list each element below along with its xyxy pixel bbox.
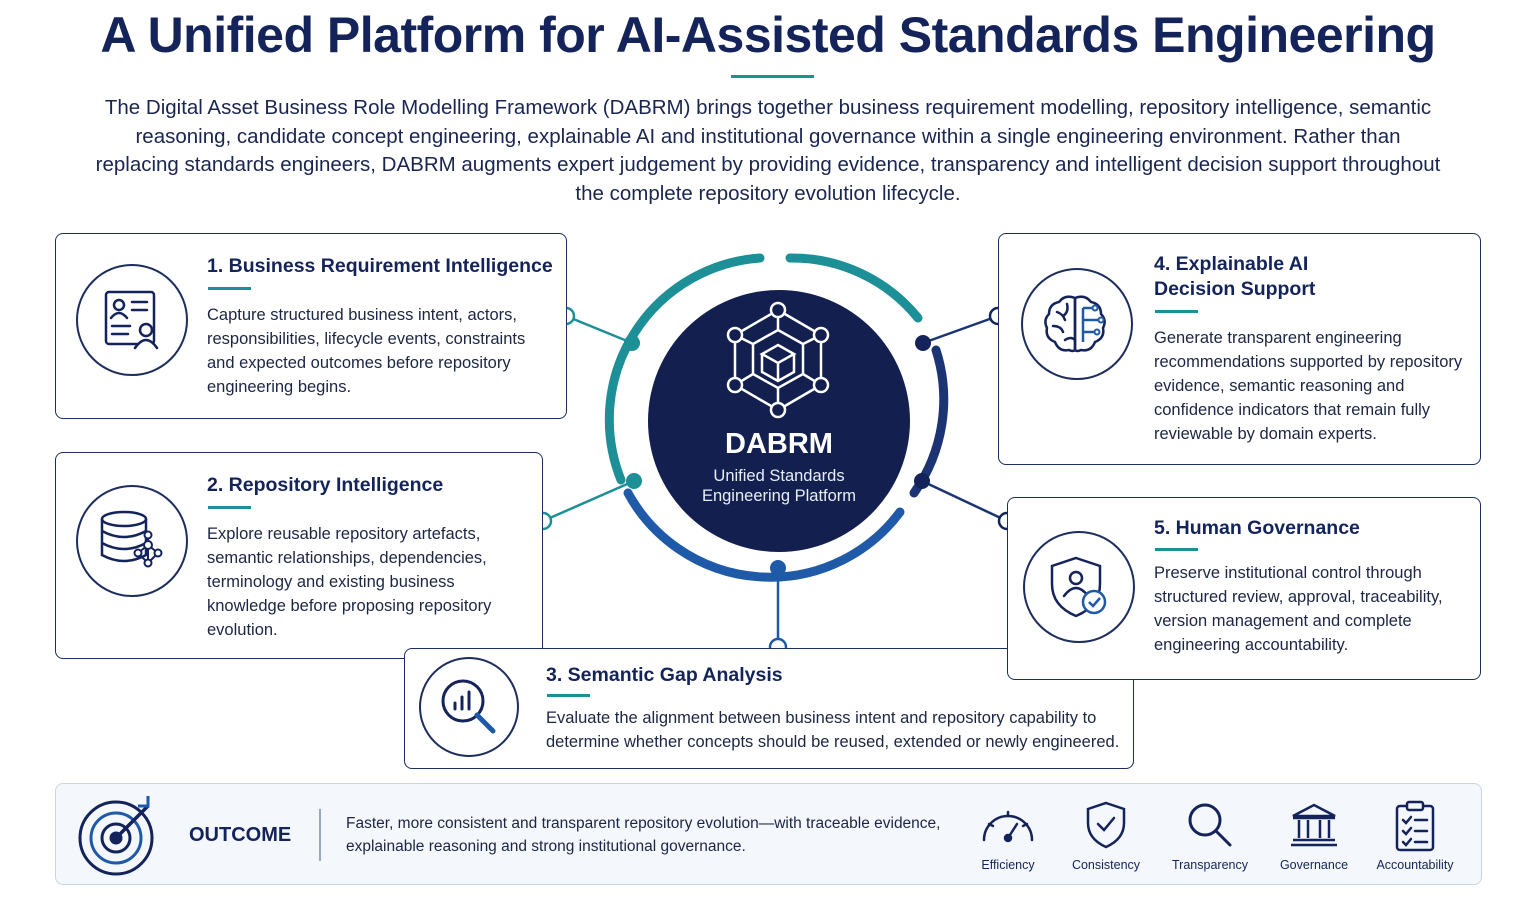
explainable-ai-card: 4. Explainable AI Decision Support Gener… bbox=[998, 233, 1481, 465]
icon-badge bbox=[76, 485, 188, 597]
card-underline bbox=[208, 287, 251, 290]
outcome-label: OUTCOME bbox=[189, 824, 292, 846]
card-description: Explore reusable repository artefacts, s… bbox=[207, 525, 492, 639]
card-title: 1. Business Requirement Intelligence bbox=[207, 255, 553, 277]
network-cube-icon bbox=[726, 301, 830, 419]
human-governance-card: 5. Human Governance Preserve institution… bbox=[1007, 497, 1481, 680]
hub-subtitle: Unified Standards Engineering Platform bbox=[648, 466, 910, 506]
card-title-line2: Decision Support bbox=[1154, 278, 1316, 300]
benefit-label: Accountability bbox=[1376, 858, 1454, 872]
benefit-efficiency: Efficiency bbox=[963, 794, 1053, 878]
icon-badge bbox=[419, 657, 519, 757]
institution-icon bbox=[1291, 803, 1337, 847]
card-title: 3. Semantic Gap Analysis bbox=[546, 664, 783, 686]
hub-subtitle-line2: Engineering Platform bbox=[701, 487, 857, 505]
icon-badge bbox=[1021, 268, 1133, 380]
benefit-transparency: Transparency bbox=[1165, 794, 1255, 878]
benefit-accountability: Accountability bbox=[1370, 794, 1460, 878]
card-description: Preserve institutional control through s… bbox=[1154, 564, 1443, 654]
shield-check-icon bbox=[1086, 801, 1126, 849]
card-title: 2. Repository Intelligence bbox=[207, 474, 444, 496]
repository-intelligence-card: 2. Repository Intelligence Explore reusa… bbox=[55, 452, 543, 659]
outcome-banner: OUTCOME Faster, more consistent and tran… bbox=[55, 783, 1482, 885]
benefit-label: Transparency bbox=[1172, 858, 1248, 872]
benefit-label: Governance bbox=[1279, 858, 1349, 872]
target-icon bbox=[78, 796, 154, 876]
divider bbox=[319, 809, 321, 861]
database-network-icon bbox=[100, 510, 163, 568]
card-underline bbox=[1155, 548, 1198, 551]
card-description: Generate transparent engineering recomme… bbox=[1154, 329, 1463, 443]
card-title: 4. Explainable AI Decision Support bbox=[1154, 252, 1315, 302]
card-underline bbox=[547, 694, 590, 697]
card-description: Evaluate the alignment between business … bbox=[546, 709, 1120, 751]
shield-user-icon bbox=[1050, 556, 1107, 618]
profile-document-icon bbox=[104, 290, 159, 350]
card-title-line1: 4. Explainable AI bbox=[1154, 253, 1309, 275]
outcome-text: Faster, more consistent and transparent … bbox=[346, 815, 941, 855]
intro-paragraph: The Digital Asset Business Role Modellin… bbox=[95, 96, 1441, 205]
card-underline bbox=[208, 506, 251, 509]
magnifier-chart-icon bbox=[441, 679, 496, 734]
search-icon bbox=[1188, 803, 1232, 847]
benefit-governance: Governance bbox=[1269, 794, 1359, 878]
benefit-label: Efficiency bbox=[981, 858, 1035, 872]
card-description: Capture structured business intent, acto… bbox=[207, 306, 526, 396]
card-underline bbox=[1155, 310, 1198, 313]
hub-subtitle-line1: Unified Standards bbox=[713, 467, 845, 485]
card-title: 5. Human Governance bbox=[1154, 517, 1360, 539]
icon-badge bbox=[76, 264, 188, 376]
hub-name: DABRM bbox=[725, 428, 833, 460]
benefit-consistency: Consistency bbox=[1061, 794, 1151, 878]
benefit-label: Consistency bbox=[1071, 858, 1141, 872]
icon-badge bbox=[1023, 531, 1135, 643]
brain-circuit-icon bbox=[1044, 295, 1106, 353]
business-requirement-card: 1. Business Requirement Intelligence Cap… bbox=[55, 233, 567, 419]
page-title: A Unified Platform for AI-Assisted Stand… bbox=[100, 7, 1436, 63]
clipboard-checklist-icon bbox=[1395, 800, 1435, 852]
title-underline bbox=[731, 75, 814, 78]
gauge-icon bbox=[982, 810, 1034, 843]
